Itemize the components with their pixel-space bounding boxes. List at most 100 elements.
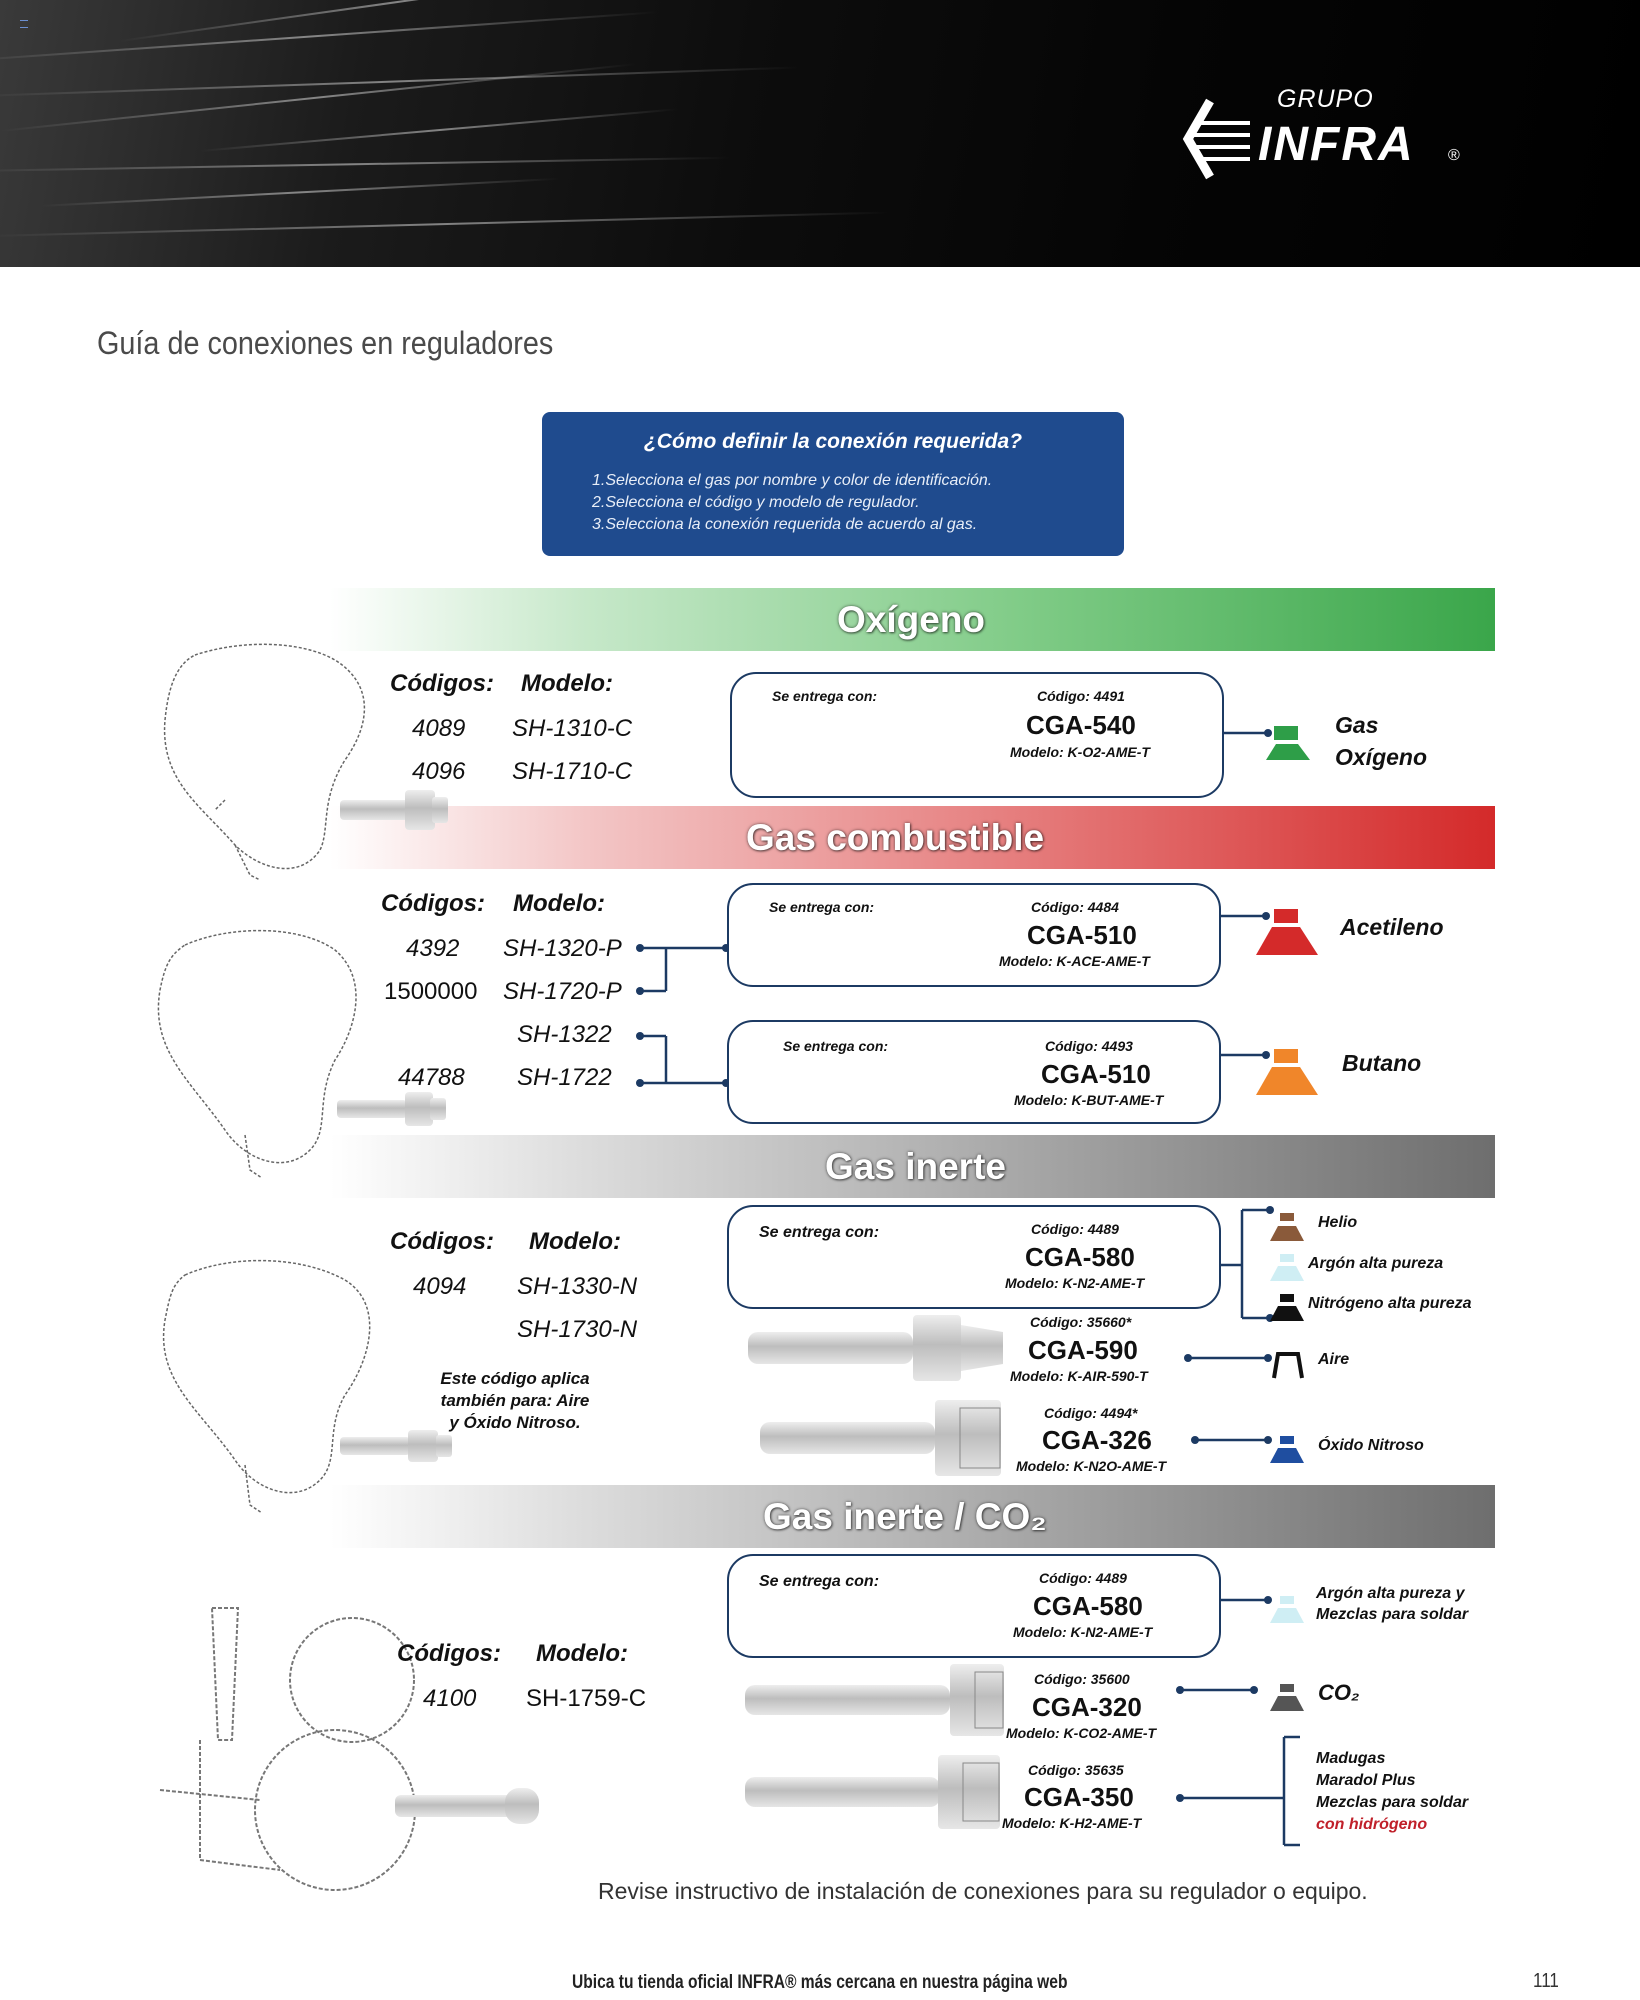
codigo-conexion: Código: 35635 <box>1028 1762 1124 1778</box>
modelo-value: SH-1720-P <box>503 978 622 1005</box>
connector-lines <box>640 731 1300 1847</box>
gas-name-aire: Aire <box>1318 1351 1350 1368</box>
page-number: 111 <box>1533 1970 1559 1992</box>
band-co2-title: Gas inerte / CO₂ <box>763 1496 1047 1537</box>
band-oxigeno-title: Oxígeno <box>837 599 986 640</box>
menu-icon <box>20 20 28 28</box>
gas-cap-oxido-nitroso-icon <box>1270 1436 1304 1463</box>
howto-step: 3.Selecciona la conexión requerida de ac… <box>592 516 978 533</box>
modelo-value: SH-1322 <box>517 1021 612 1048</box>
header-banner: GRUPO INFRA ® <box>0 0 1640 267</box>
codigo-value: 4392 <box>406 935 460 962</box>
codigo-conexion: Código: 4493 <box>1045 1038 1133 1054</box>
mix-item: Mezclas para soldar <box>1316 1794 1469 1811</box>
modelo-conexion: Modelo: K-N2O-AME-T <box>1016 1458 1167 1474</box>
codigo-value: 44788 <box>398 1064 465 1091</box>
gas-name-oxido-nitroso: Óxido Nitroso <box>1318 1437 1424 1454</box>
infra-logo-icon <box>1182 98 1250 180</box>
gas-cap-butano-icon <box>1256 1049 1318 1095</box>
regulator-illustration <box>163 643 366 881</box>
codigo-value: 4089 <box>412 715 466 742</box>
gas-cap-aire-icon <box>1272 1352 1304 1379</box>
modelo-header: Modelo: <box>536 1640 628 1667</box>
cga-label: CGA-510 <box>1041 1059 1151 1089</box>
howto-step: 2.Selecciona el código y modelo de regul… <box>592 494 920 511</box>
modelo-header: Modelo: <box>513 890 605 917</box>
fitting-cga-320-illustration <box>745 1664 1004 1736</box>
band-inerte: Gas inerte <box>330 1135 1495 1198</box>
regulator-outlet-fitting <box>395 1788 539 1824</box>
cga-label: CGA-326 <box>1042 1425 1152 1455</box>
mix-item-hydrogen: con hidrógeno <box>1316 1816 1428 1833</box>
connection-box-cga580: Se entrega con: Código: 4489 CGA-580 Mod… <box>727 1205 1221 1309</box>
modelo-value: SH-1330-N <box>517 1273 638 1300</box>
modelo-conexion: Modelo: K-N2-AME-T <box>1005 1275 1145 1291</box>
note-line: y Óxido Nitroso. <box>449 1413 581 1432</box>
gas-name-argon: Argón alta pureza <box>1308 1255 1444 1272</box>
cga-label: CGA-510 <box>1027 920 1137 950</box>
band-combustible-title: Gas combustible <box>746 817 1045 858</box>
regulator-outlet-fitting <box>340 1430 452 1462</box>
cga-label: CGA-580 <box>1033 1591 1143 1621</box>
gas-name-butano: Butano <box>1342 1050 1422 1076</box>
gas-cap-oxigeno-icon <box>1266 726 1310 760</box>
note-line: también para: Aire <box>440 1391 590 1410</box>
modelo-conexion: Modelo: K-N2-AME-T <box>1013 1624 1153 1640</box>
modelo-header: Modelo: <box>521 670 613 697</box>
se-entrega-label: Se entrega con: <box>759 1224 880 1241</box>
modelo-conexion: Modelo: K-ACE-AME-T <box>999 953 1150 969</box>
gas-name-line1: Gas <box>1335 712 1379 738</box>
gas-cap-co2-icon <box>1270 1684 1304 1711</box>
howto-steps: 1.Selecciona el gas por nombre y color d… <box>592 470 992 536</box>
codigo-conexion: Código: 35600 <box>1034 1671 1130 1687</box>
gas-name-nitrogeno: Nitrógeno alta pureza <box>1308 1295 1472 1312</box>
se-entrega-label: Se entrega con: <box>769 899 875 915</box>
band-combustible: Gas combustible <box>330 806 1495 869</box>
modelo-value: SH-1759-C <box>526 1685 647 1712</box>
howto-title: ¿Cómo definir la conexión requerida? <box>643 430 1023 453</box>
se-entrega-label: Se entrega con: <box>772 688 878 704</box>
inerte-note: Este código aplica también para: Aire y … <box>425 1368 605 1434</box>
codigo-conexion: Código: 35660* <box>1030 1314 1132 1330</box>
fitting-cga-350-illustration <box>745 1755 1000 1829</box>
regulator-illustration <box>159 1607 416 1891</box>
modelo-conexion: Modelo: K-O2-AME-T <box>1010 744 1150 760</box>
gas-name-line2: Oxígeno <box>1335 744 1428 770</box>
codigos-header: Códigos: <box>381 890 485 917</box>
gas-cap-helio-icon <box>1270 1213 1304 1241</box>
codigo-value: 1500000 <box>384 978 478 1005</box>
cga-label: CGA-350 <box>1024 1782 1134 1812</box>
modelo-conexion: Modelo: K-CO2-AME-T <box>1006 1725 1157 1741</box>
se-entrega-label: Se entrega con: <box>759 1573 880 1590</box>
howto-box: ¿Cómo definir la conexión requerida? 1.S… <box>542 412 1124 556</box>
regulator-outlet-fitting <box>340 790 448 830</box>
gas-name-helio: Helio <box>1318 1214 1358 1231</box>
modelo-conexion: Modelo: K-AIR-590-T <box>1010 1368 1148 1384</box>
modelo-header: Modelo: <box>529 1228 621 1255</box>
mix-item: Maradol Plus <box>1316 1772 1416 1789</box>
page-title: Guía de conexiones en reguladores <box>97 325 554 361</box>
gas-name-argon-line2: Mezclas para soldar <box>1316 1606 1469 1623</box>
se-entrega-label: Se entrega con: <box>783 1038 889 1054</box>
cga-label: CGA-320 <box>1032 1692 1142 1722</box>
codigos-header: Códigos: <box>390 670 494 697</box>
codigo-conexion: Código: 4489 <box>1031 1221 1119 1237</box>
codigo-conexion: Código: 4491 <box>1037 688 1125 704</box>
connection-box-oxigeno: Se entrega con: Código: 4491 CGA-540 Mod… <box>730 672 1224 798</box>
gas-cap-argon-mezclas-icon <box>1270 1596 1304 1623</box>
note-line: Este código aplica <box>440 1369 590 1388</box>
cga-label: CGA-580 <box>1025 1242 1135 1272</box>
codigos-header: Códigos: <box>390 1228 494 1255</box>
gas-name-argon-line1: Argón alta pureza y <box>1316 1585 1465 1602</box>
footer-text: Ubica tu tienda oficial INFRA® más cerca… <box>572 1972 1068 1993</box>
codigo-conexion: Código: 4489 <box>1039 1570 1127 1586</box>
hydrogen-mix-list: Madugas Maradol Plus Mezclas para soldar… <box>1316 1748 1468 1836</box>
install-note: Revise instructivo de instalación de con… <box>598 1878 1368 1904</box>
grupo-infra-logo: GRUPO INFRA ® <box>1180 85 1480 185</box>
modelo-value: SH-1722 <box>517 1064 612 1091</box>
modelo-conexion: Modelo: K-BUT-AME-T <box>1014 1092 1164 1108</box>
connection-box-acetileno: Se entrega con: Código: 4484 CGA-510 Mod… <box>727 883 1221 987</box>
connector-dots <box>636 729 1274 1802</box>
codigo-conexion: Código: 4484 <box>1031 899 1119 915</box>
logo-infra-text: INFRA <box>1258 118 1415 171</box>
